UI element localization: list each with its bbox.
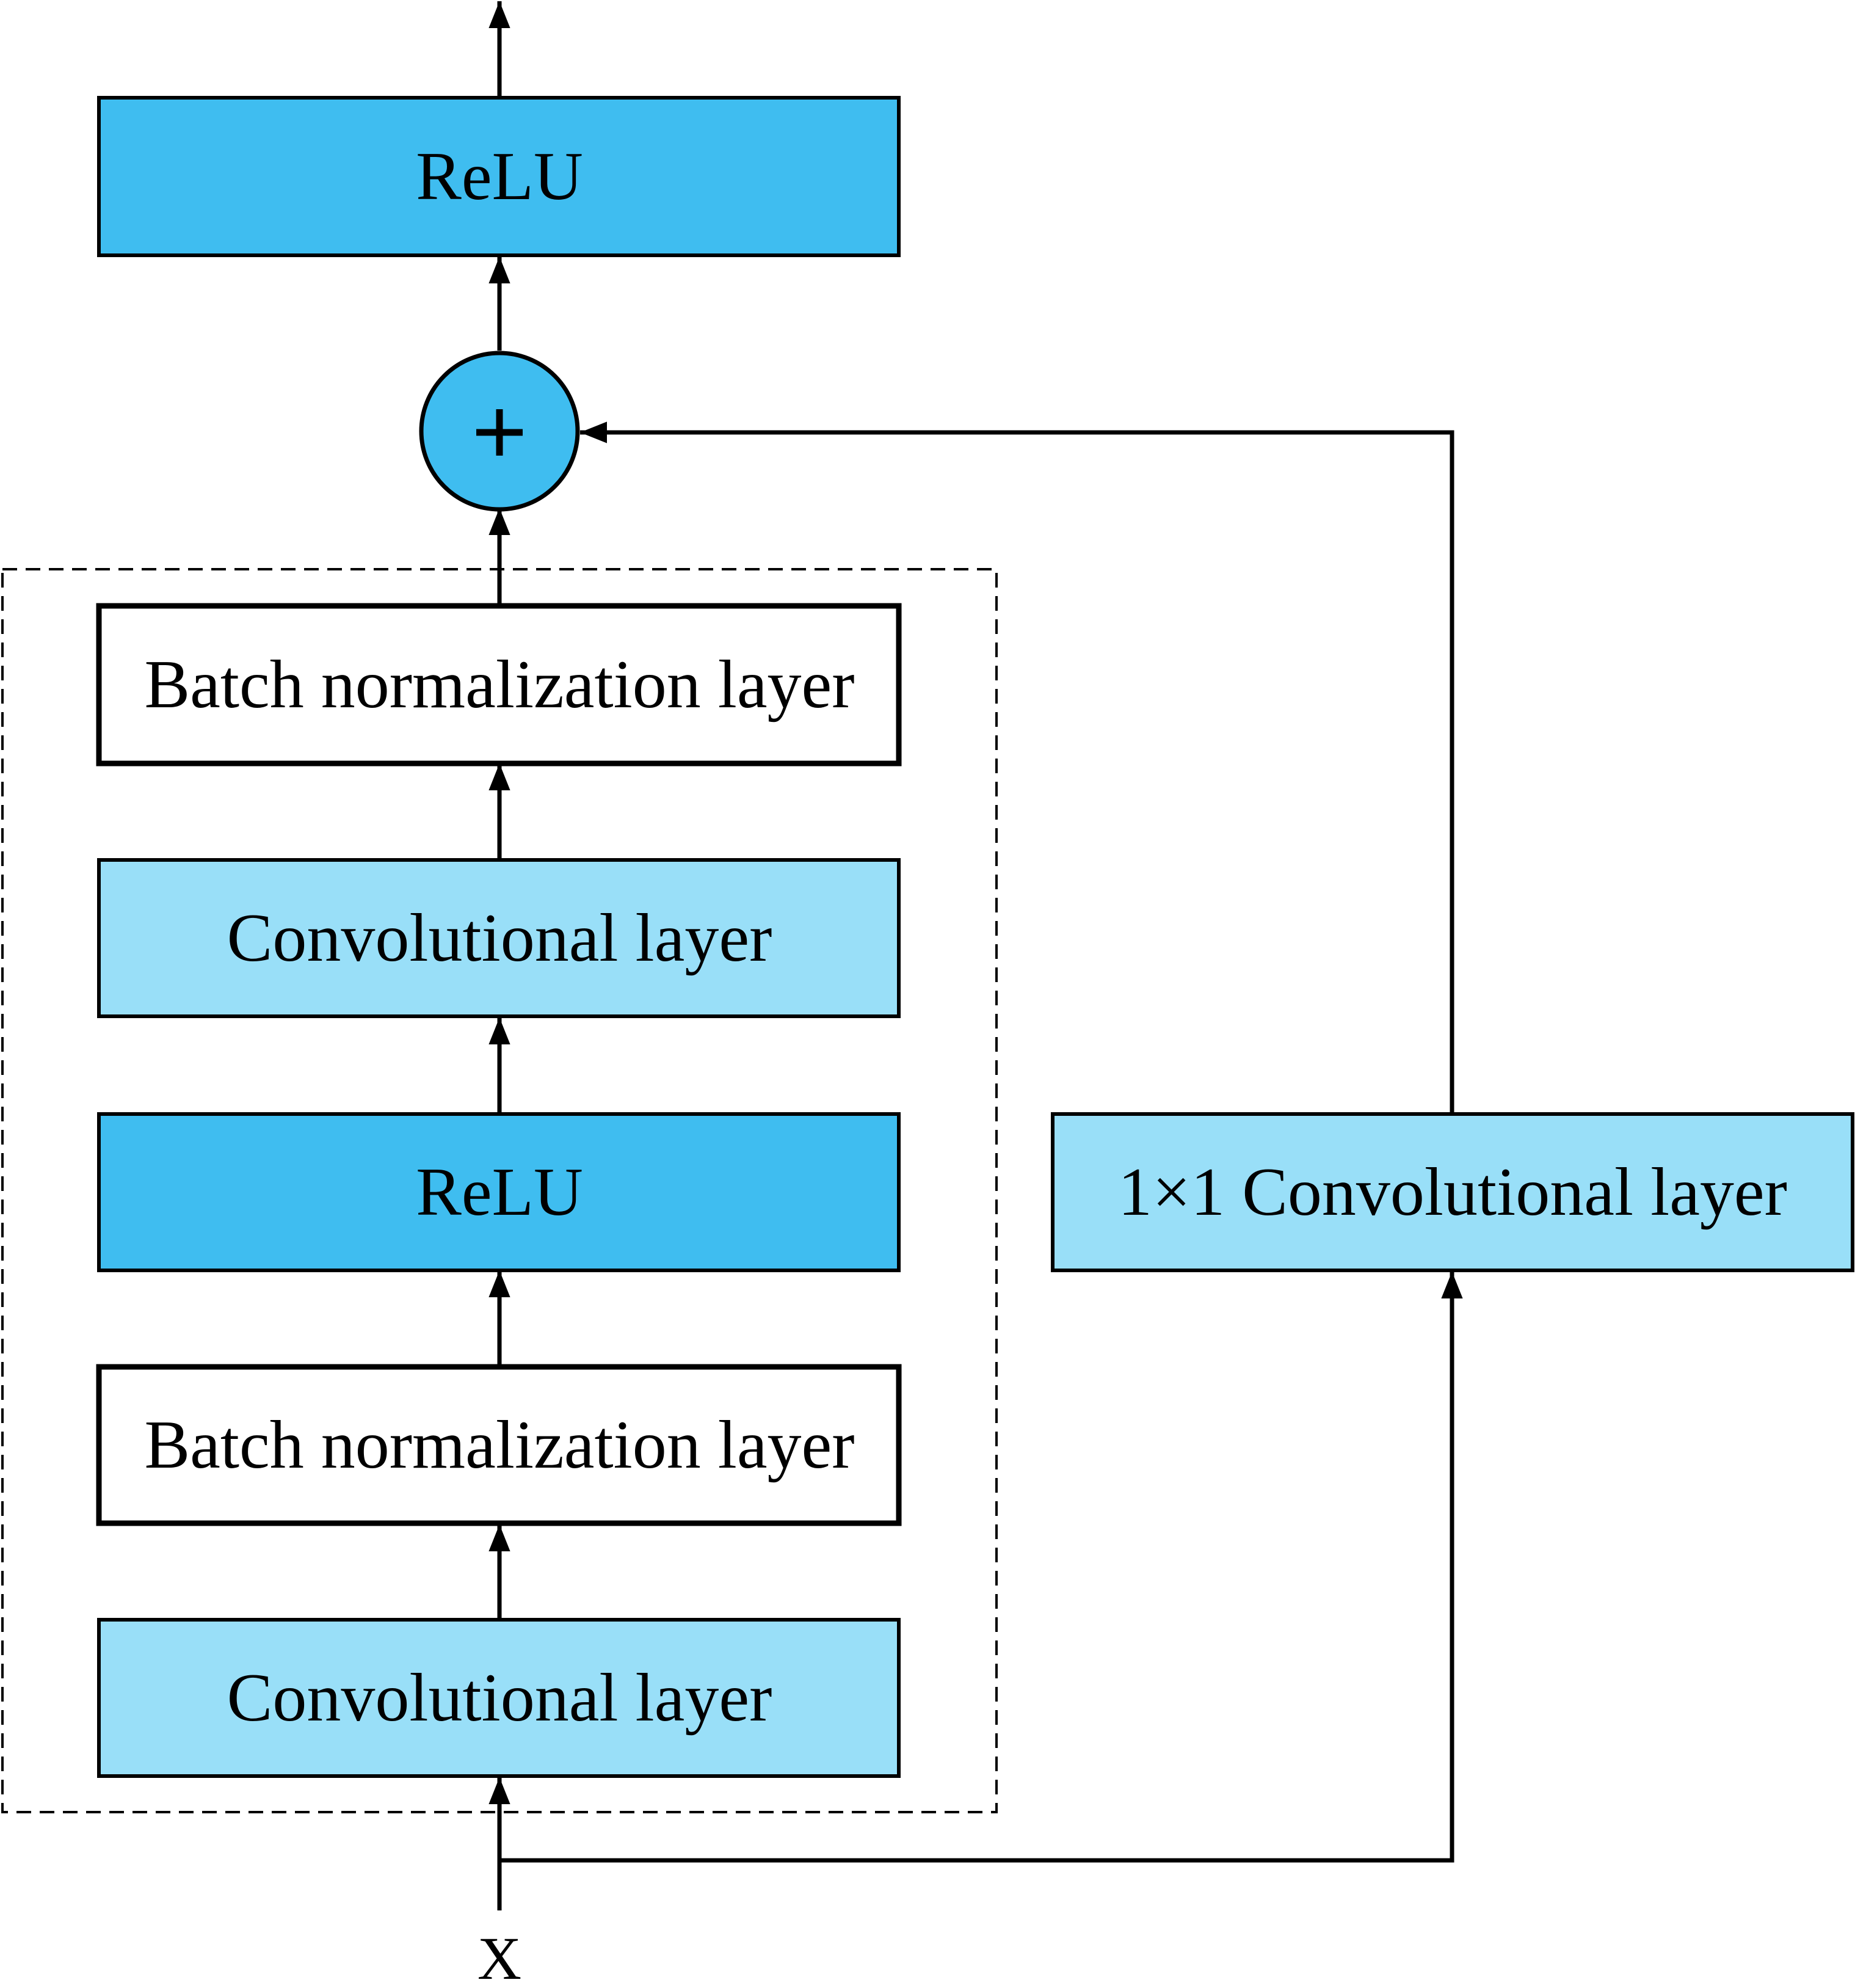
conv-1-label: Convolutional layer — [227, 1660, 772, 1736]
shortcut-line-top — [580, 421, 1454, 1114]
adder-node — [419, 351, 580, 512]
batch-norm-1-label: Batch normalization layer — [144, 1407, 854, 1483]
batch-norm-1-block: Batch normalization layer — [96, 1364, 902, 1526]
batch-norm-2-block: Batch normalization layer — [96, 603, 902, 766]
shortcut-conv-label: 1×1 Convolutional layer — [1118, 1154, 1787, 1230]
batch-norm-2-label: Batch normalization layer — [144, 647, 854, 723]
relu-mid-label: ReLU — [416, 1154, 583, 1230]
relu-mid-block: ReLU — [97, 1112, 901, 1272]
shortcut-conv-block: 1×1 Convolutional layer — [1051, 1112, 1854, 1272]
shortcut-line-bottom — [499, 1272, 1463, 1863]
conv-2-label: Convolutional layer — [227, 900, 772, 976]
conv-2-block: Convolutional layer — [97, 858, 901, 1018]
relu-top-label: ReLU — [416, 139, 583, 214]
input-label: X — [477, 1924, 521, 1985]
relu-top-block: ReLU — [97, 96, 901, 257]
conv-1-block: Convolutional layer — [97, 1618, 901, 1778]
